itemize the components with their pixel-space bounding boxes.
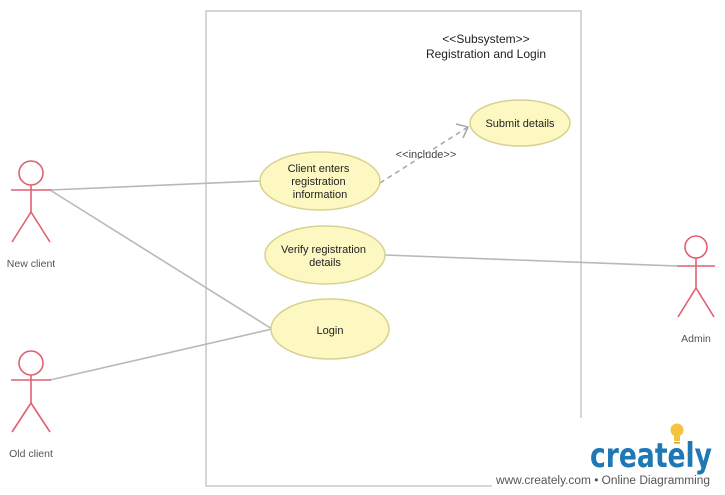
subsystem-boundary [205, 10, 582, 487]
svg-text:Client enters registrat: Client enters registration information [288, 163, 353, 201]
actor-old-client-label: Old client [9, 448, 53, 460]
include-arrowhead [455, 123, 470, 139]
usecase-submit-details-label: Submit details [485, 118, 555, 130]
usecase-client-enters[interactable]: Client enters registration information [259, 151, 381, 211]
usecase-client-enters-line3: information [293, 189, 347, 201]
usecase-submit-details[interactable]: Submit details [469, 99, 571, 147]
actor-new-client-label: New client [7, 258, 56, 270]
creately-watermark[interactable]: creately www.creately.com • Online Diagr… [492, 418, 725, 495]
association-new-client-enters [49, 180, 261, 191]
subsystem-title: Registration and Login [426, 47, 546, 61]
usecase-verify-registration[interactable]: Verify registration details [264, 225, 386, 285]
lightbulb-icon [670, 423, 684, 444]
creately-url: www.creately.com • Online Diagramming [495, 475, 710, 487]
actor-admin[interactable] [677, 235, 715, 318]
usecase-login[interactable]: Login [270, 298, 390, 360]
usecase-login-label: Login [317, 325, 344, 337]
usecase-client-enters-line2: registration [291, 176, 345, 188]
actor-admin-label: Admin [681, 333, 711, 345]
actor-admin-head [684, 235, 708, 259]
svg-text:Verify registration deta: Verify registration details [281, 244, 369, 269]
association-old-client-login [49, 328, 273, 381]
association-admin-verify [384, 254, 678, 267]
include-label: <<include>> [396, 149, 457, 161]
actor-old-client[interactable] [11, 350, 51, 433]
actor-old-client-head [18, 350, 44, 376]
actor-new-client-head [18, 160, 44, 186]
usecase-verify-line2: details [309, 257, 341, 269]
subsystem-stereotype: <<Subsystem>> [442, 32, 529, 46]
actor-new-client[interactable] [11, 160, 51, 243]
usecase-verify-line1: Verify registration [281, 244, 366, 256]
usecase-client-enters-line1: Client enters [288, 163, 350, 175]
creately-logo: creately [590, 436, 712, 476]
association-new-client-login [49, 189, 273, 330]
